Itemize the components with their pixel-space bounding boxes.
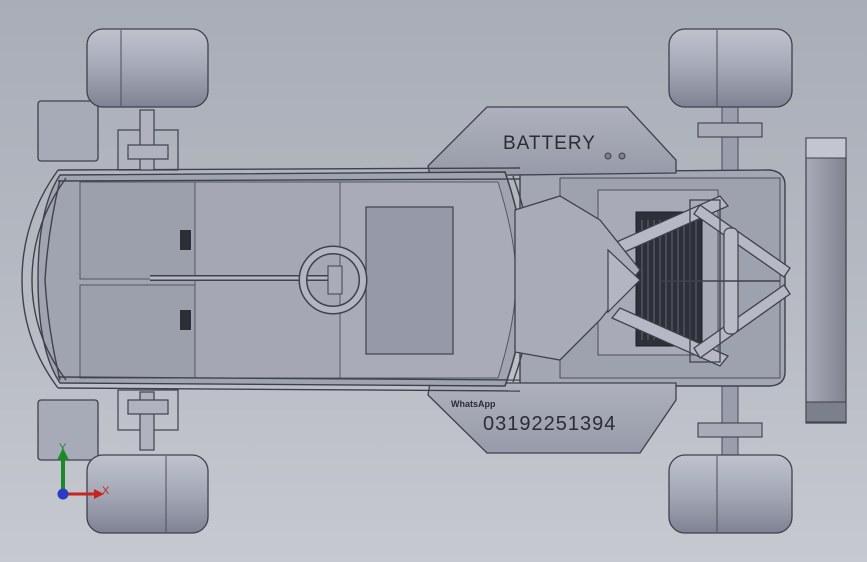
tire-front-left xyxy=(86,28,209,108)
rear-bumper xyxy=(805,137,847,424)
front-suspension-top xyxy=(117,109,179,171)
steering-wheel xyxy=(298,245,368,315)
front-suspension-bottom xyxy=(117,389,179,451)
axis-triad: X Y xyxy=(46,440,116,510)
chassis-floor xyxy=(37,171,526,387)
tire-rear-left xyxy=(668,28,793,108)
battery-plate-top xyxy=(427,106,677,177)
axis-y-label: Y xyxy=(59,442,67,454)
tire-rear-right xyxy=(668,454,793,534)
axis-triad-icon xyxy=(57,448,104,500)
front-bumper-top xyxy=(37,100,99,162)
axis-x-label: X xyxy=(102,485,110,497)
seat-panel xyxy=(365,206,454,355)
contact-plate-bottom xyxy=(427,382,677,454)
